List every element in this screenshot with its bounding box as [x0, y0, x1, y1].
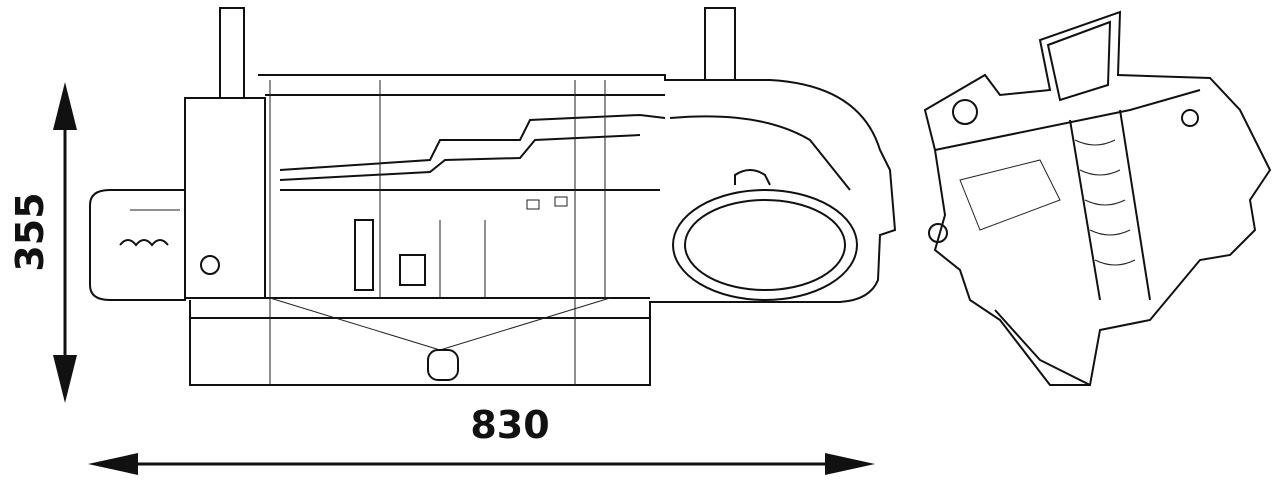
height-dimension: 355 — [8, 82, 77, 403]
arrow-down-icon — [53, 355, 77, 403]
hvac-unit-isometric-view — [923, 10, 1272, 386]
height-label: 355 — [8, 192, 52, 271]
width-dimension: 830 — [88, 403, 875, 475]
arrow-right-icon — [825, 453, 875, 475]
hvac-unit-side-view — [89, 7, 897, 386]
width-label: 830 — [470, 403, 549, 447]
arrow-up-icon — [53, 82, 77, 130]
arrow-left-icon — [88, 453, 138, 475]
